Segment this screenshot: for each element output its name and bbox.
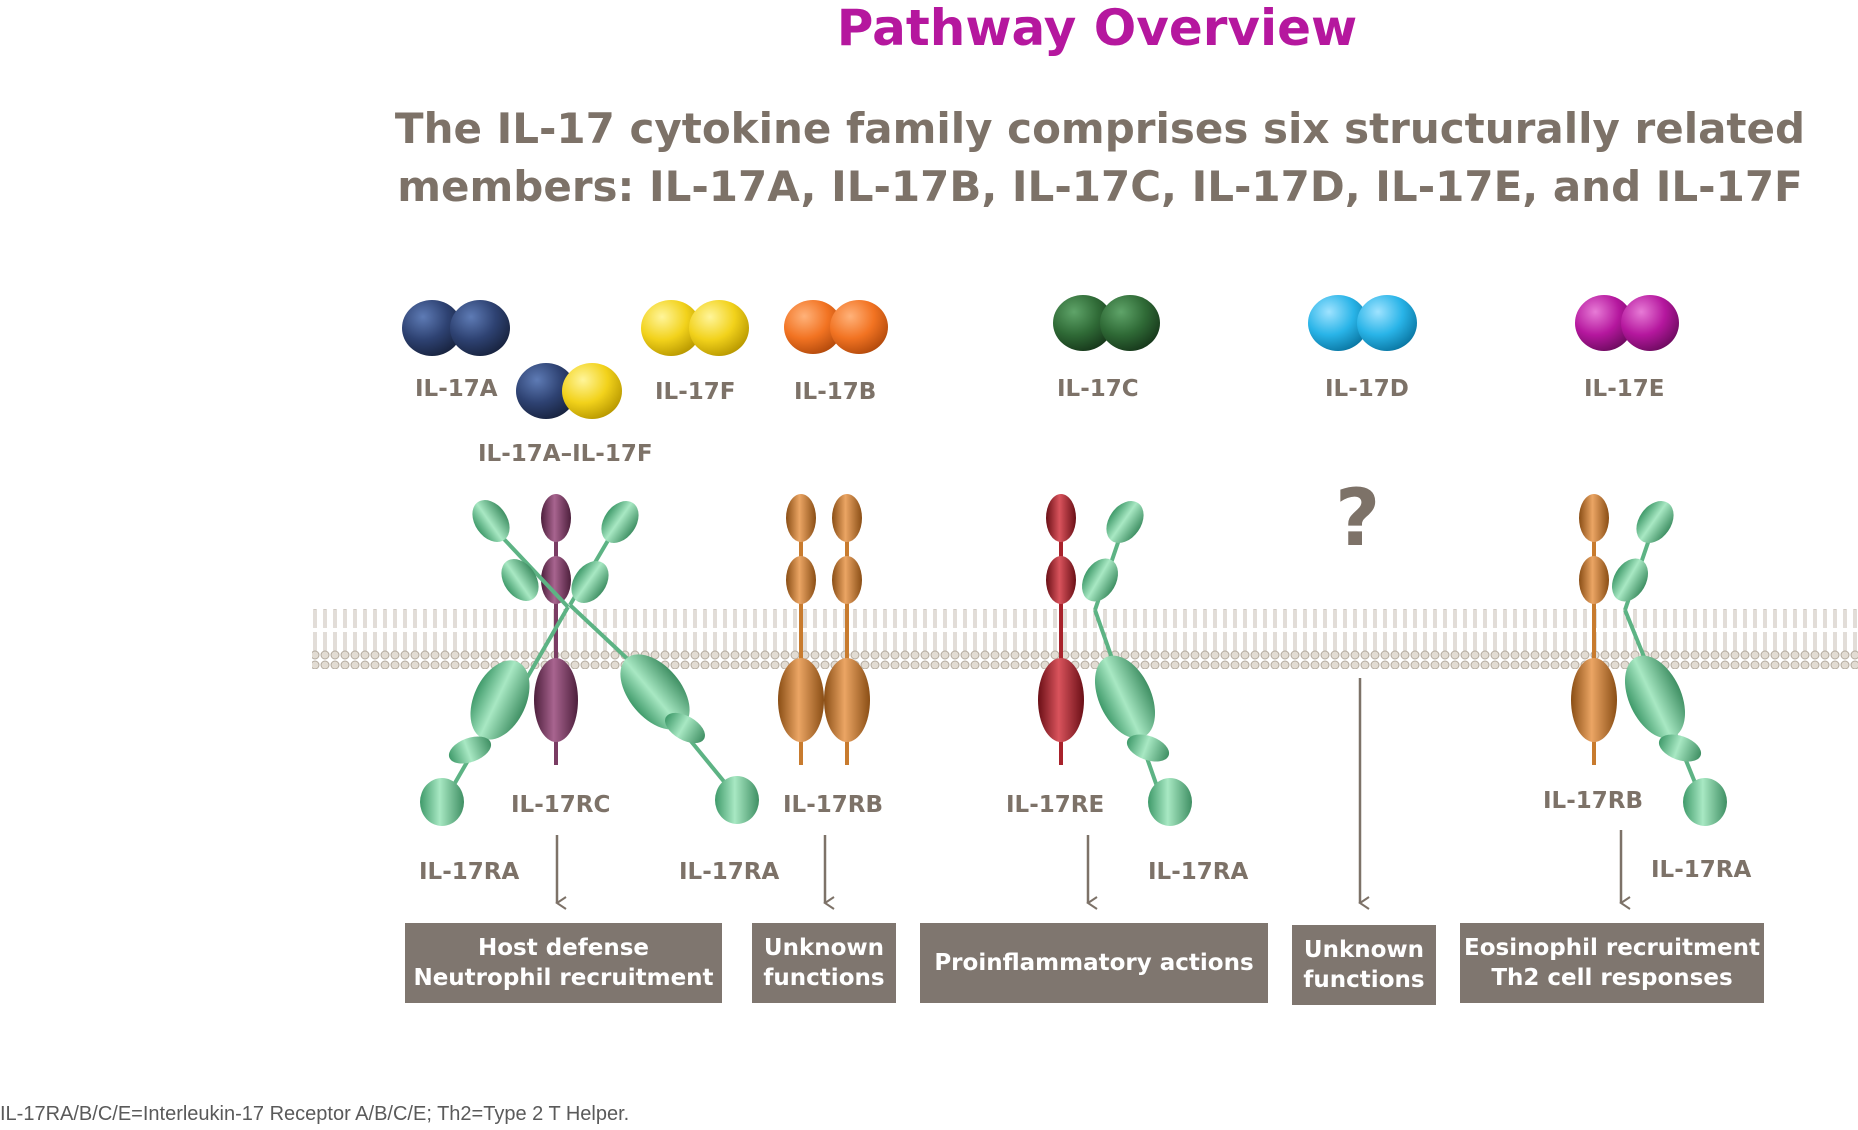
outcome-group4-line1: Unknown [1303, 937, 1425, 963]
outcome-group2-line1: Unknown [763, 935, 885, 961]
label-group1-il17ra-left: IL-17RA [419, 859, 520, 885]
outcome-group1-line2: Neutrophil recruitment [413, 965, 714, 991]
outcome-box-group4: Unknown functions [1292, 925, 1436, 1005]
label-il17a-il17f: IL-17A–IL-17F [478, 441, 653, 467]
subtitle-line-1: The IL-17 cytokine family comprises six … [394, 104, 1806, 153]
label-group1-il17ra-right: IL-17RA [679, 859, 780, 885]
cytokine-il17b-dimer [784, 300, 888, 354]
label-il17c: IL-17C [1057, 376, 1139, 402]
receptor-il17ra-left-group1 [420, 500, 570, 826]
outcome-box-group2: Unknown functions [752, 923, 896, 1003]
receptor-il17re-group3 [1038, 494, 1084, 765]
subtitle: The IL-17 cytokine family comprises six … [380, 100, 1820, 216]
receptor-il17rb-group5 [1571, 494, 1617, 765]
receptor-il17ra-right-group1 [568, 501, 759, 824]
outcome-box-group3: Proinflammatory actions [920, 923, 1268, 1003]
cytokine-il17f-dimer [641, 300, 749, 356]
label-il17e: IL-17E [1584, 376, 1665, 402]
outcome-group5-line1: Eosinophil recruitment [1464, 935, 1760, 961]
receptor-il17rc-group1 [534, 494, 578, 765]
outcome-box-group1: Host defense Neutrophil recruitment [405, 923, 722, 1003]
cytokine-il17e-dimer [1575, 295, 1679, 351]
outcome-group4-line2: functions [1303, 967, 1425, 993]
receptor-il17ra-group3 [1081, 501, 1192, 826]
cytokine-il17a-dimer [402, 300, 510, 356]
outcome-group1-line1: Host defense [477, 935, 650, 961]
outcome-box-group5: Eosinophil recruitment Th2 cell response… [1460, 923, 1764, 1003]
footnote: IL-17RA/B/C/E=Interleukin-17 Receptor A/… [0, 1103, 630, 1125]
receptor-il17rb-group2 [778, 494, 870, 765]
label-group3-il17ra: IL-17RA [1148, 859, 1249, 885]
outcome-group2-line2: functions [763, 965, 885, 991]
cytokine-il17c-dimer [1053, 295, 1160, 351]
label-group1-il17rc: IL-17RC [511, 792, 611, 818]
cell-membrane [312, 609, 1858, 669]
receptor-il17ra-group5 [1611, 501, 1727, 826]
unknown-receptor-mark: ? [1335, 474, 1381, 564]
label-il17f: IL-17F [655, 379, 736, 405]
page-title: Pathway Overview [836, 0, 1358, 57]
outcome-group3-line1: Proinflammatory actions [934, 950, 1254, 976]
cytokine-il17d-dimer [1308, 295, 1417, 351]
label-il17d: IL-17D [1325, 376, 1409, 402]
label-group5-il17ra: IL-17RA [1651, 857, 1752, 883]
cytokine-il17a-il17f-heterodimer [516, 363, 622, 419]
label-group5-il17rb: IL-17RB [1543, 788, 1644, 814]
label-group3-il17re: IL-17RE [1006, 792, 1105, 818]
label-il17b: IL-17B [794, 379, 877, 405]
label-group2-il17rb: IL-17RB [783, 792, 884, 818]
subtitle-line-2: members: IL-17A, IL-17B, IL-17C, IL-17D,… [397, 162, 1803, 211]
label-il17a: IL-17A [415, 376, 498, 402]
outcome-group5-line2: Th2 cell responses [1491, 965, 1733, 991]
